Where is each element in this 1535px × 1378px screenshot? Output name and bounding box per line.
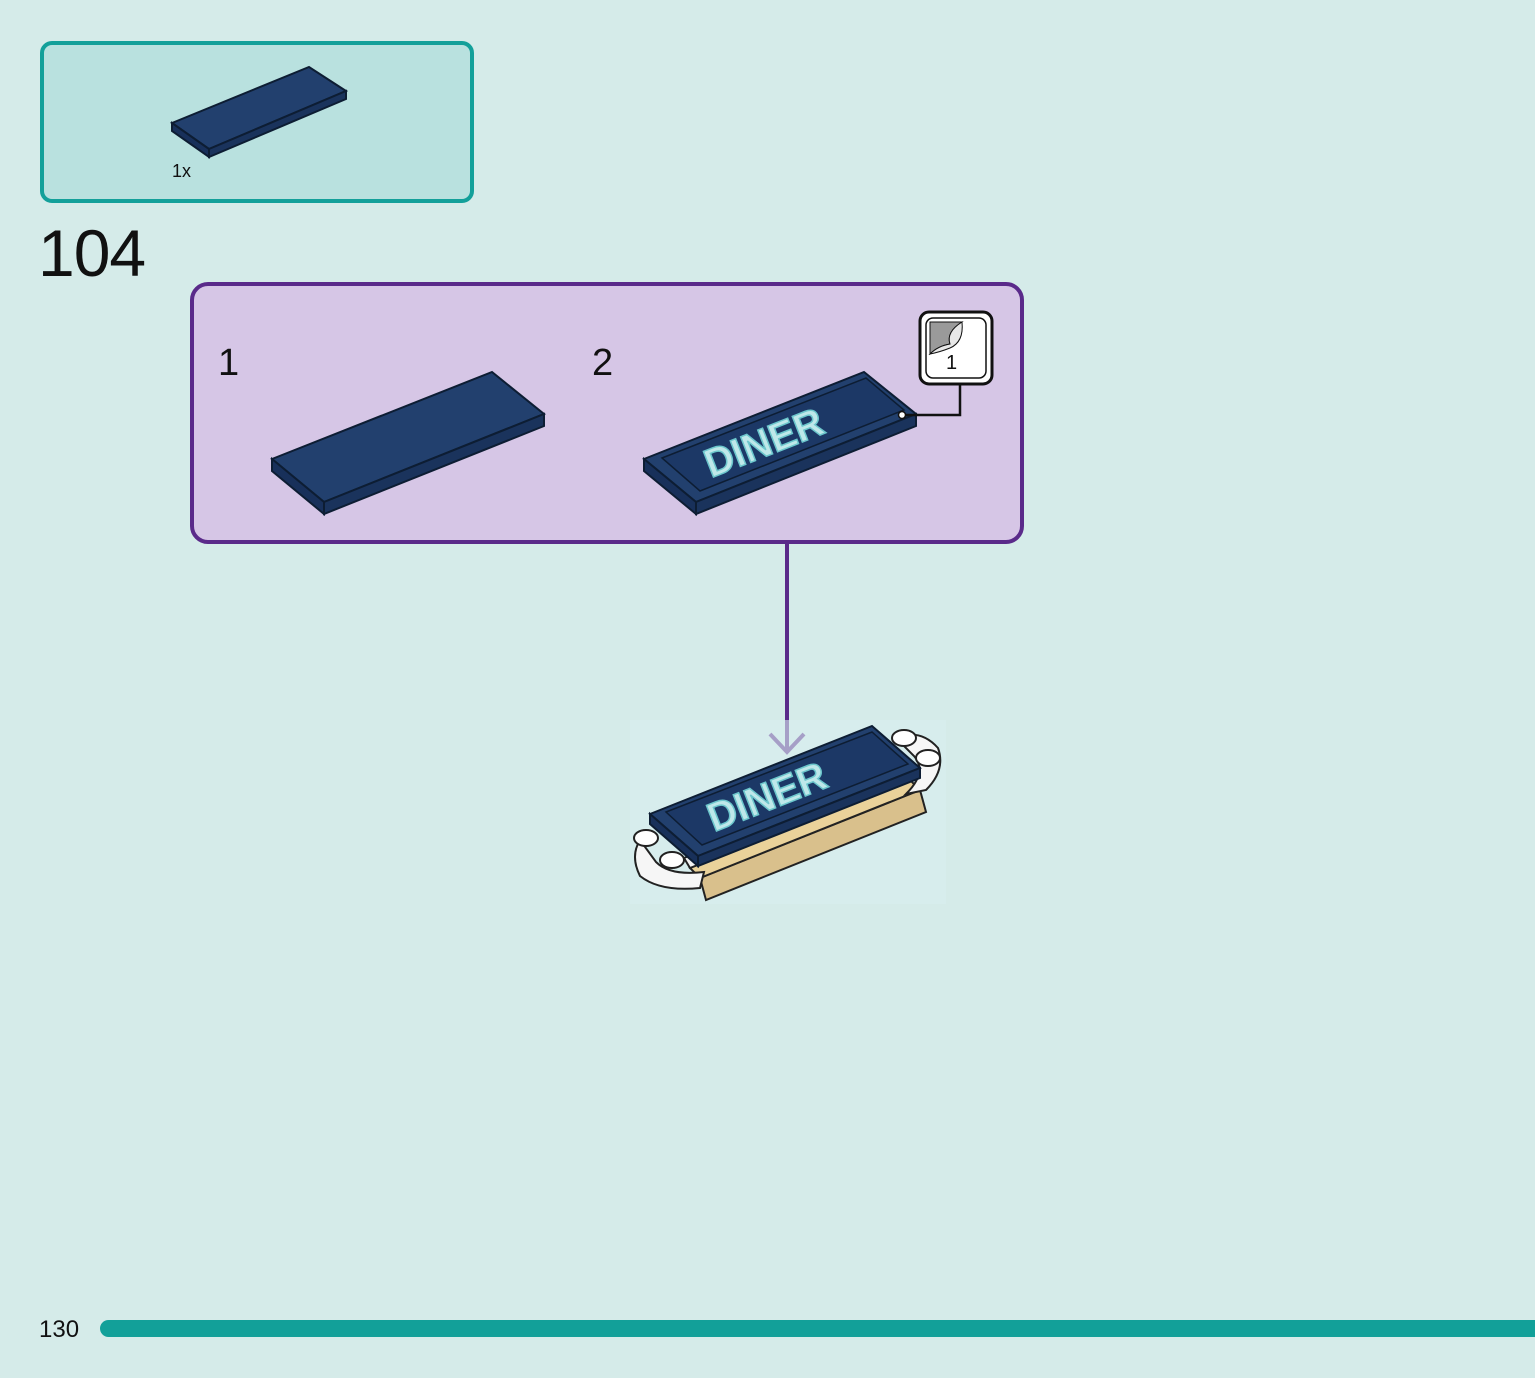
parts-list: 1x (40, 41, 474, 203)
step-number: 104 (38, 216, 146, 290)
sticker-sheet-icon (918, 310, 994, 386)
dark-blue-tile-icon (169, 65, 349, 159)
page-number: 130 (39, 1316, 80, 1343)
substep-2-label: 2 (592, 342, 614, 384)
substep-1-label: 1 (218, 342, 240, 384)
footer-bar (100, 1320, 1535, 1337)
white-bracket-left (633, 829, 706, 890)
dark-blue-tile-icon (270, 370, 546, 517)
part-count: 1x (172, 161, 192, 181)
sub-assembly-box: DINER 1 2 (190, 282, 1024, 544)
sticker-number: 1 (946, 352, 958, 374)
white-bracket-right (891, 729, 942, 796)
